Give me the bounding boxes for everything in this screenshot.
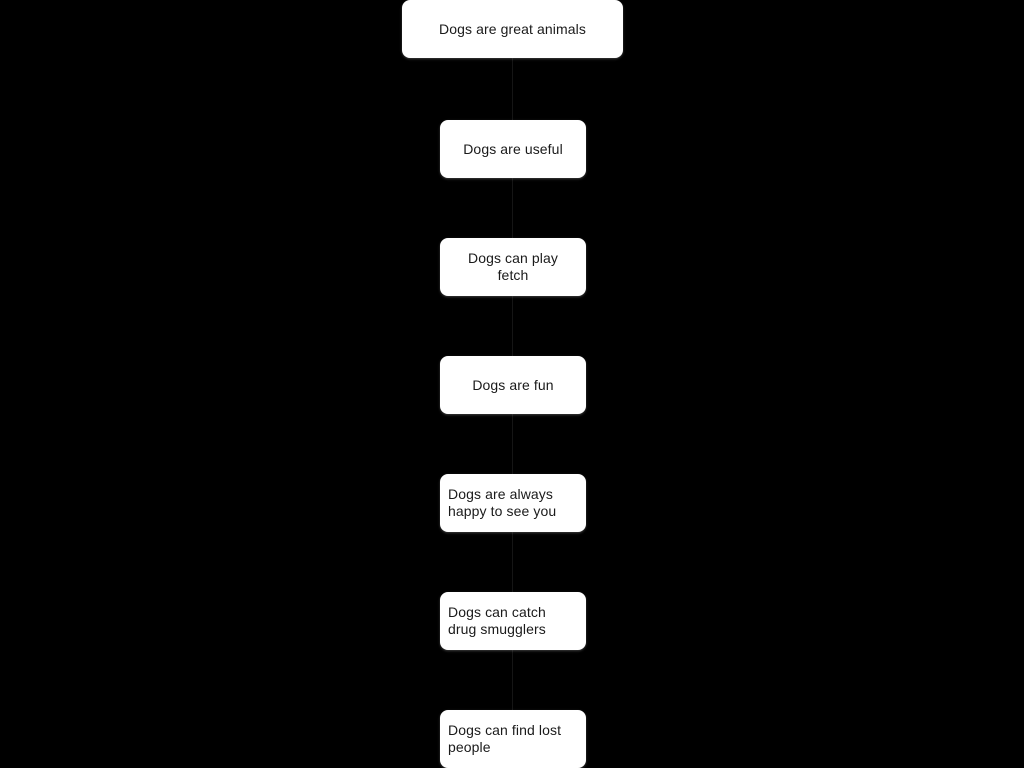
node-fun-label: Dogs are fun bbox=[472, 376, 554, 393]
node-happy[interactable]: Dogs are always happy to see you bbox=[440, 474, 586, 532]
node-happy-label: Dogs are always happy to see you bbox=[448, 486, 557, 519]
node-useful[interactable]: Dogs are useful bbox=[440, 120, 586, 178]
connector-happy-smugglers bbox=[512, 532, 513, 592]
node-root-label: Dogs are great animals bbox=[439, 20, 586, 37]
connector-smugglers-lost-people bbox=[512, 650, 513, 710]
connector-useful-fetch bbox=[512, 178, 513, 238]
node-lost-people[interactable]: Dogs can find lost people bbox=[440, 710, 586, 768]
connector-root-useful bbox=[512, 58, 513, 120]
node-fun[interactable]: Dogs are fun bbox=[440, 356, 586, 414]
node-lost-people-label: Dogs can find lost people bbox=[448, 722, 562, 755]
connector-fun-happy bbox=[512, 414, 513, 474]
node-fetch[interactable]: Dogs can play fetch bbox=[440, 238, 586, 296]
connector-fetch-fun bbox=[512, 296, 513, 356]
node-fetch-label: Dogs can play fetch bbox=[467, 250, 559, 283]
node-smugglers[interactable]: Dogs can catch drug smugglers bbox=[440, 592, 586, 650]
node-useful-label: Dogs are useful bbox=[463, 140, 563, 157]
node-root[interactable]: Dogs are great animals bbox=[402, 0, 623, 58]
node-smugglers-label: Dogs can catch drug smugglers bbox=[448, 604, 546, 637]
